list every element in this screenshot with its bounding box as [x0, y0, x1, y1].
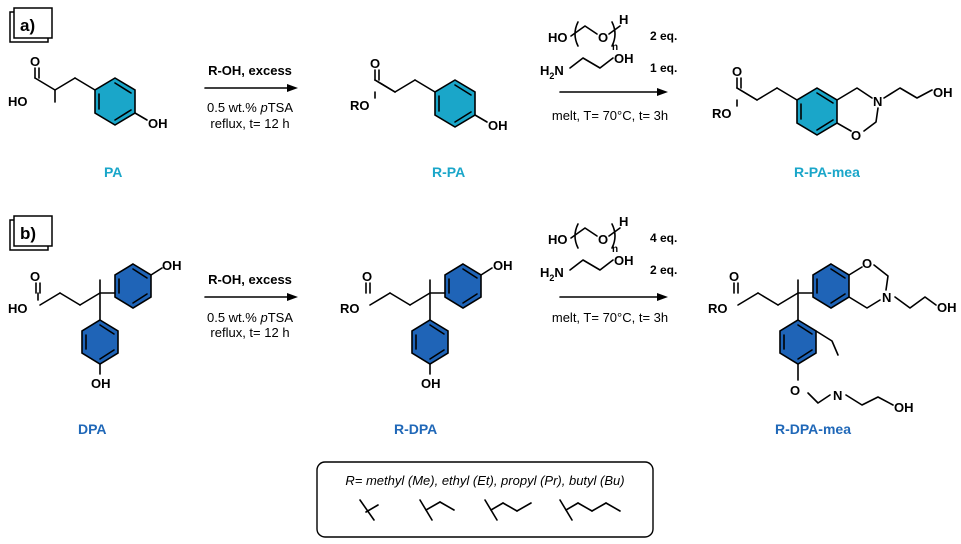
atom-ho: HO — [548, 30, 568, 45]
reagents-a: HO O H n 2 eq. H2N OH 1 eq. — [540, 12, 677, 81]
atom-ho: HO — [8, 301, 28, 316]
atom-oh: OH — [493, 258, 513, 273]
atom-oh: OH — [614, 253, 634, 268]
label-r-dpa: R-DPA — [394, 421, 437, 437]
methyl-structure — [359, 499, 379, 521]
atom-h2n: H2N — [540, 265, 564, 283]
a1-cond1: 0.5 wt.% pTSA — [207, 100, 293, 115]
atom-n: N — [833, 388, 842, 403]
label-dpa: DPA — [78, 421, 107, 437]
panel-a-tag: a) — [20, 16, 35, 35]
atom-h: H — [619, 12, 628, 27]
b2-eq1: 4 eq. — [650, 231, 677, 245]
atom-o: O — [30, 269, 40, 284]
b1-reagent: R-OH, excess — [208, 272, 292, 287]
atom-ro: RO — [340, 301, 360, 316]
atom-o: O — [30, 54, 40, 69]
label-r-pa: R-PA — [432, 164, 465, 180]
a1-reagent: R-OH, excess — [208, 63, 292, 78]
atom-o: O — [851, 128, 861, 143]
atom-ro: RO — [350, 98, 370, 113]
a2-eq1: 2 eq. — [650, 29, 677, 43]
atom-n-sub: n — [612, 244, 618, 255]
atom-ro: RO — [708, 301, 728, 316]
label-r-dpa-mea: R-DPA-mea — [775, 421, 851, 437]
atom-o: O — [862, 256, 872, 271]
a2-cond: melt, T= 70°C, t= 3h — [552, 108, 668, 123]
r-dpa-mea-molecule — [733, 263, 937, 406]
atom-oh: OH — [937, 300, 957, 315]
atom-ho: HO — [8, 94, 28, 109]
atom-o: O — [598, 232, 608, 247]
ethyl-structure — [419, 499, 455, 521]
panel-a: a) O HO OH PA R-OH, excess 0.5 wt.% pTSA… — [8, 7, 953, 180]
atom-o: O — [370, 56, 380, 71]
atom-n-sub: n — [612, 42, 618, 53]
atom-h2n: H2N — [540, 63, 564, 81]
atom-oh: OH — [91, 376, 111, 391]
legend-box: R= methyl (Me), ethyl (Et), propyl (Pr),… — [316, 461, 654, 538]
atom-oh: OH — [421, 376, 441, 391]
atom-o: O — [362, 269, 372, 284]
label-r-pa-mea: R-PA-mea — [794, 164, 860, 180]
b2-eq2: 2 eq. — [650, 263, 677, 277]
atom-o: O — [598, 30, 608, 45]
atom-ho: HO — [548, 232, 568, 247]
a1-cond2: reflux, t= 12 h — [210, 116, 289, 131]
atom-n: N — [882, 290, 891, 305]
panel-b: b) O HO OH OH DPA — [8, 214, 957, 437]
atom-oh: OH — [488, 118, 508, 133]
atom-ro: RO — [712, 106, 732, 121]
r-pa-mea-molecule — [736, 77, 933, 136]
atom-n: N — [873, 94, 882, 109]
legend-text: R= methyl (Me), ethyl (Et), propyl (Pr),… — [345, 473, 624, 488]
butyl-structure — [559, 499, 621, 521]
atom-oh: OH — [614, 51, 634, 66]
atom-o: O — [729, 269, 739, 284]
atom-oh: OH — [894, 400, 914, 415]
panel-b-tag: b) — [20, 224, 36, 243]
r-pa-molecule — [374, 69, 488, 128]
b1-cond1: 0.5 wt.% pTSA — [207, 310, 293, 325]
atom-oh: OH — [162, 258, 182, 273]
a2-eq2: 1 eq. — [650, 61, 677, 75]
label-pa: PA — [104, 164, 122, 180]
atom-o: O — [732, 64, 742, 79]
reagents-b: HO O H n 4 eq. H2N OH 2 eq. — [540, 214, 677, 283]
dpa-molecule — [35, 263, 163, 375]
atom-h: H — [619, 214, 628, 229]
r-dpa-molecule — [365, 263, 493, 375]
atom-oh: OH — [148, 116, 168, 131]
b2-cond: melt, T= 70°C, t= 3h — [552, 310, 668, 325]
atom-oh: OH — [933, 85, 953, 100]
pa-molecule — [34, 67, 148, 126]
b1-cond2: reflux, t= 12 h — [210, 325, 289, 340]
atom-o: O — [790, 383, 800, 398]
propyl-structure — [484, 499, 532, 521]
